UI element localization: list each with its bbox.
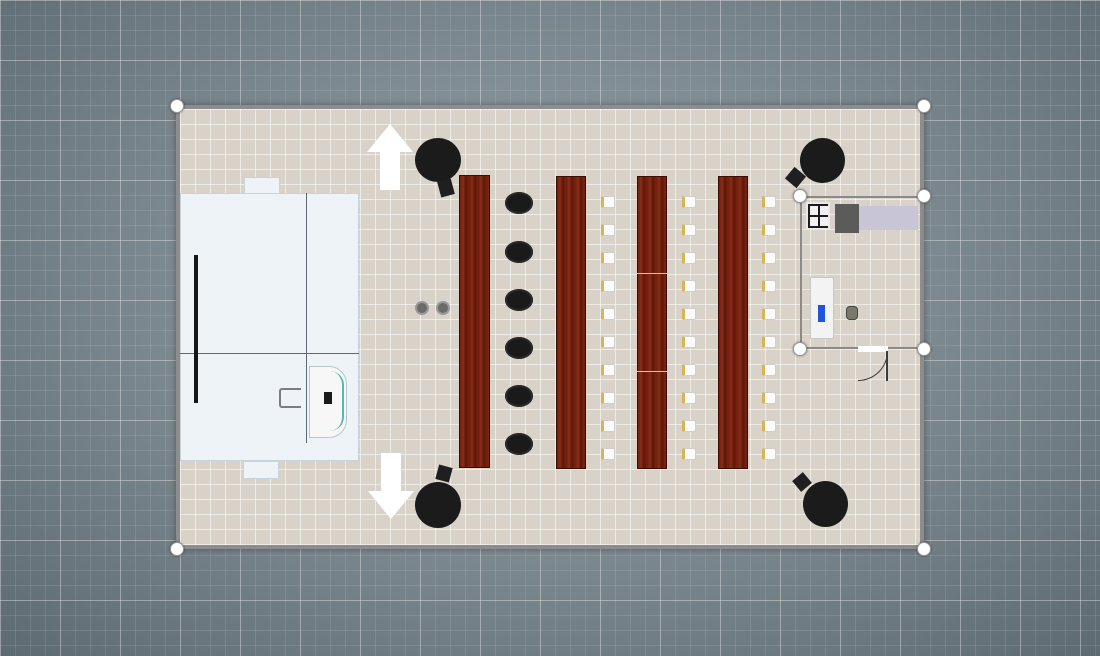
- table-seam: [637, 273, 667, 274]
- white-chair[interactable]: [682, 392, 696, 404]
- lectern-laptop[interactable]: [324, 392, 332, 404]
- window-pane: [810, 217, 818, 226]
- white-chair[interactable]: [682, 252, 696, 264]
- white-chair[interactable]: [682, 196, 696, 208]
- long-table[interactable]: [459, 175, 490, 468]
- computer-monitor[interactable]: [818, 305, 825, 322]
- floor-outlet[interactable]: [436, 301, 450, 315]
- black-chair[interactable]: [505, 241, 533, 263]
- white-chair[interactable]: [601, 196, 615, 208]
- white-chair[interactable]: [682, 308, 696, 320]
- black-chair[interactable]: [505, 385, 533, 407]
- black-chair[interactable]: [505, 192, 533, 214]
- stage-divider-horizontal: [180, 353, 359, 354]
- black-chair[interactable]: [505, 289, 533, 311]
- white-chair[interactable]: [682, 420, 696, 432]
- lectern-edge: [330, 371, 344, 431]
- white-chair[interactable]: [601, 448, 615, 460]
- white-chair[interactable]: [762, 364, 776, 376]
- white-chair[interactable]: [601, 392, 615, 404]
- white-chair[interactable]: [682, 364, 696, 376]
- corner-handle-icon[interactable]: [917, 342, 931, 356]
- white-chair[interactable]: [601, 224, 615, 236]
- arrow-down-icon[interactable]: [368, 453, 414, 519]
- corner-handle-icon[interactable]: [917, 542, 931, 556]
- white-chair[interactable]: [601, 364, 615, 376]
- office-window[interactable]: [806, 202, 830, 230]
- white-chair[interactable]: [601, 252, 615, 264]
- white-chair[interactable]: [762, 196, 776, 208]
- round-table[interactable]: [415, 482, 461, 528]
- white-chair[interactable]: [601, 336, 615, 348]
- white-chair[interactable]: [762, 252, 776, 264]
- projection-screen[interactable]: [194, 255, 198, 403]
- black-chair[interactable]: [505, 337, 533, 359]
- corner-handle-icon[interactable]: [917, 189, 931, 203]
- office-door-opening: [858, 346, 888, 352]
- long-table[interactable]: [556, 176, 586, 469]
- round-table[interactable]: [415, 138, 461, 182]
- corner-handle-icon[interactable]: [170, 542, 184, 556]
- white-chair[interactable]: [762, 308, 776, 320]
- white-chair[interactable]: [601, 308, 615, 320]
- white-chair[interactable]: [682, 448, 696, 460]
- white-chair[interactable]: [762, 280, 776, 292]
- window-pane: [810, 206, 818, 215]
- white-chair[interactable]: [762, 392, 776, 404]
- corner-handle-icon[interactable]: [793, 189, 807, 203]
- table-seam: [637, 371, 667, 372]
- window-pane: [820, 206, 828, 215]
- round-table[interactable]: [800, 138, 845, 183]
- black-chair[interactable]: [505, 433, 533, 455]
- stage-divider-vertical: [306, 193, 307, 443]
- white-chair[interactable]: [682, 336, 696, 348]
- floor-outlet[interactable]: [415, 301, 429, 315]
- white-chair[interactable]: [601, 280, 615, 292]
- white-chair[interactable]: [762, 224, 776, 236]
- white-chair[interactable]: [682, 280, 696, 292]
- long-table[interactable]: [718, 176, 748, 469]
- stage-step-bottom[interactable]: [243, 461, 279, 479]
- stage-step-top[interactable]: [244, 177, 280, 194]
- round-table[interactable]: [803, 481, 848, 527]
- lectern-chair[interactable]: [279, 388, 301, 408]
- office-chair[interactable]: [846, 306, 858, 320]
- arrow-up-icon[interactable]: [367, 124, 413, 190]
- corner-handle-icon[interactable]: [793, 342, 807, 356]
- office-door[interactable]: [886, 351, 888, 381]
- corner-handle-icon[interactable]: [917, 99, 931, 113]
- white-chair[interactable]: [762, 336, 776, 348]
- office-counter[interactable]: [859, 206, 918, 230]
- white-chair[interactable]: [682, 224, 696, 236]
- office-cabinet[interactable]: [835, 204, 859, 233]
- window-pane: [820, 217, 828, 226]
- long-table[interactable]: [637, 176, 667, 469]
- corner-handle-icon[interactable]: [170, 99, 184, 113]
- white-chair[interactable]: [601, 420, 615, 432]
- white-chair[interactable]: [762, 420, 776, 432]
- white-chair[interactable]: [762, 448, 776, 460]
